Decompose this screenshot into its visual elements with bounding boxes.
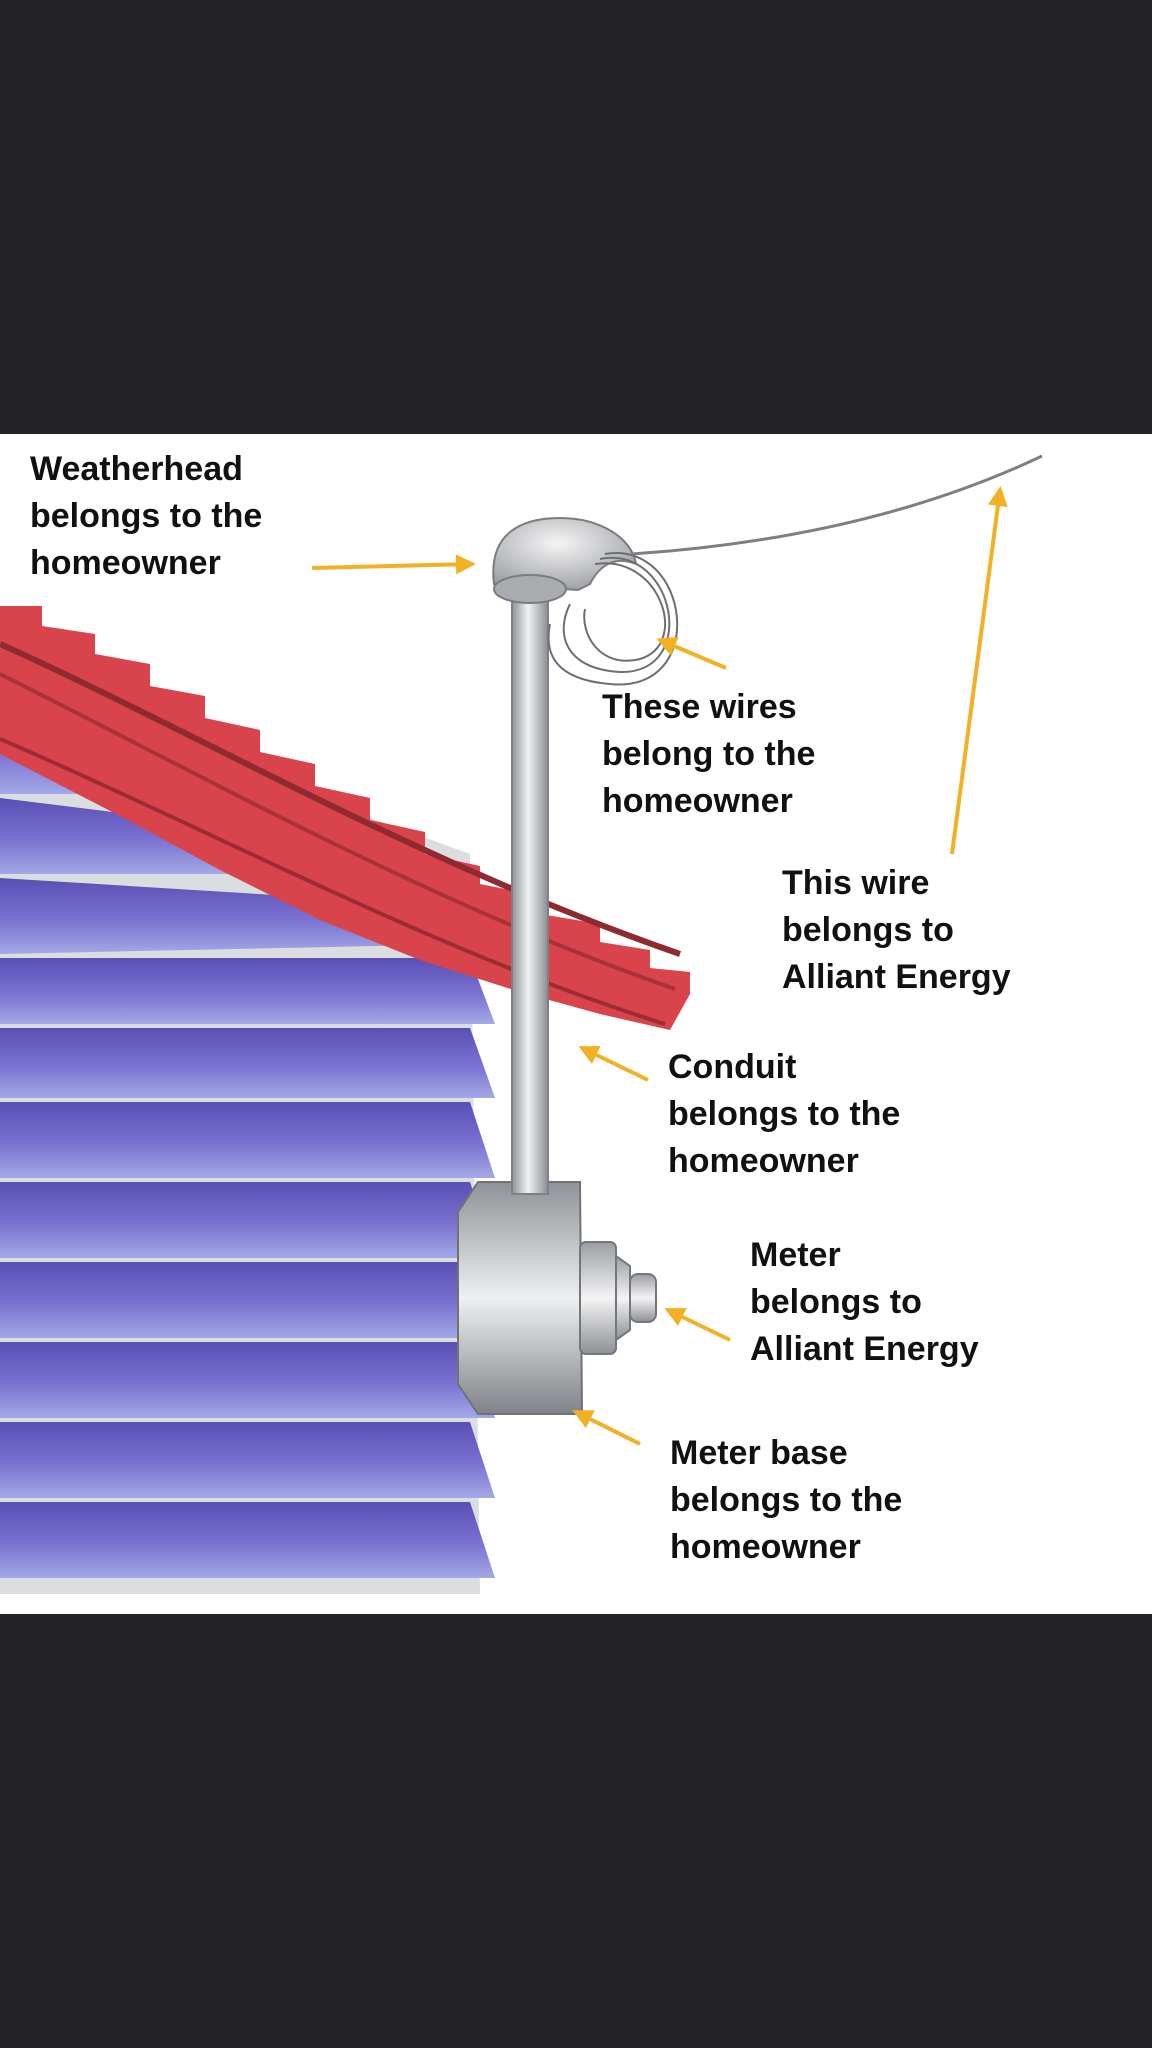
label-meter-base: Meter base belongs to the homeowner — [670, 1430, 902, 1571]
label-line: These wires — [602, 688, 797, 726]
label-conduit: Conduit belongs to the homeowner — [668, 1044, 900, 1185]
label-line: This wire — [782, 864, 930, 902]
arrow-utility-wire — [950, 486, 1008, 855]
label-service-wires: These wires belong to the homeowner — [602, 684, 815, 825]
label-line: Meter — [750, 1236, 841, 1274]
conduit-mast — [511, 583, 549, 1195]
label-line: homeowner — [668, 1142, 859, 1180]
label-line: Weatherhead — [30, 450, 243, 488]
arrow-weatherhead — [311, 554, 476, 575]
arrow-conduit — [578, 1045, 649, 1082]
label-utility-wire: This wire belongs to Alliant Energy — [782, 860, 1011, 1001]
service-wires — [547, 551, 679, 686]
meter-base — [457, 1181, 584, 1415]
weatherhead — [492, 516, 638, 604]
arrow-meter-base — [572, 1410, 641, 1446]
label-line: homeowner — [30, 544, 221, 582]
service-entrance-diagram — [0, 454, 1043, 1594]
label-line: Conduit — [668, 1048, 797, 1086]
label-line: Meter base — [670, 1434, 848, 1472]
label-line: belongs to the — [30, 497, 263, 535]
house-siding — [0, 704, 495, 1578]
label-line: belongs to — [750, 1283, 922, 1321]
arrow-meter — [664, 1307, 731, 1342]
label-meter: Meter belongs to Alliant Energy — [750, 1232, 979, 1373]
label-line: belongs to — [782, 911, 954, 949]
diagram-panel: Weatherhead belongs to the homeowner The… — [0, 434, 1152, 1614]
label-line: homeowner — [670, 1528, 861, 1566]
label-line: belongs to the — [668, 1095, 901, 1133]
electric-meter — [579, 1241, 657, 1355]
label-weatherhead: Weatherhead belongs to the homeowner — [30, 446, 262, 587]
label-line: belongs to the — [670, 1481, 903, 1519]
utility-wire — [631, 454, 1043, 556]
arrow-service-wires — [656, 637, 727, 670]
label-line: Alliant Energy — [782, 958, 1011, 996]
label-line: Alliant Energy — [750, 1330, 979, 1368]
label-line: homeowner — [602, 782, 793, 820]
label-line: belong to the — [602, 735, 816, 773]
